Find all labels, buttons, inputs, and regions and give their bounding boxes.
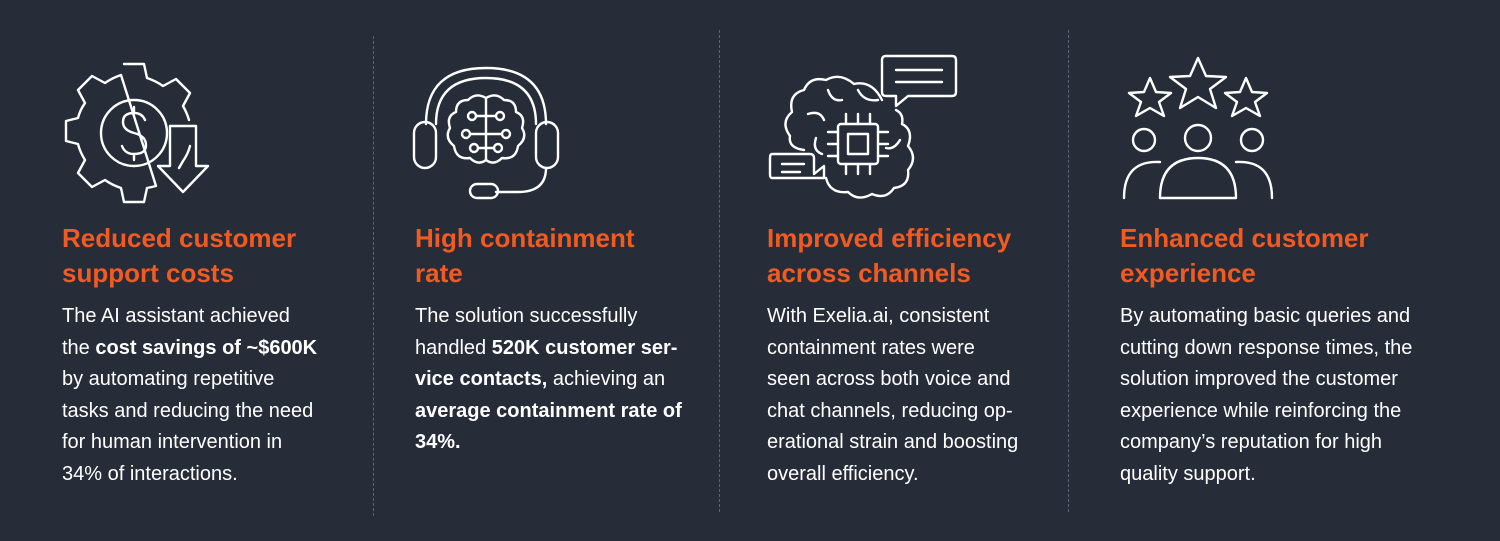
column-divider — [373, 36, 374, 516]
benefit-card-containment: High containment rate The solution succe… — [0, 0, 682, 541]
text-line: cutting down response times, the — [1120, 336, 1413, 359]
card-description: The AI assistant achieved the cost savin… — [62, 301, 362, 490]
text-line: With Exelia.ai, consistent — [767, 305, 990, 327]
text-line: for human intervention in — [62, 431, 283, 453]
title-line: across channels — [767, 258, 971, 288]
text-line: overall efficiency. — [767, 462, 919, 485]
text-line: The AI assistant achieved — [62, 305, 290, 327]
highlight-text: 34%. — [415, 431, 461, 453]
card-title: Improved efficiency across channels — [767, 221, 1067, 291]
text-line: experience while reinforcing the — [1120, 399, 1402, 422]
text-fragment: handled — [415, 336, 492, 359]
highlight-text: vice contacts, — [415, 368, 548, 390]
card-description: By automating basic queries and cutting … — [1120, 301, 1460, 490]
card-title: Enhanced customer experience — [1120, 221, 1420, 291]
text-line: solution improved the customer — [1120, 368, 1398, 390]
column-divider — [719, 30, 720, 512]
title-line: Reduced customer — [62, 223, 297, 253]
text-line: company’s reputation for high — [1120, 431, 1383, 453]
brain-chip-chat-icon — [768, 54, 960, 204]
text-fragment: achieving an — [547, 368, 666, 390]
highlight-text: cost savings of ~$600K — [95, 336, 318, 359]
gear-dollar-down-arrow-icon — [62, 58, 212, 208]
text-line: The solution successfully — [415, 305, 638, 327]
text-line: tasks and reducing the need — [62, 399, 314, 422]
highlight-text: 520K customer ser- — [491, 336, 678, 359]
text-line: erational strain and boosting — [767, 431, 1019, 453]
benefit-card-experience: Enhanced customer experience By automati… — [0, 0, 1412, 541]
benefit-card-efficiency: Improved efficiency across channels With… — [0, 0, 1018, 541]
text-line: By automating basic queries and — [1120, 305, 1411, 327]
text-line: by automating repetitive — [62, 368, 275, 390]
stars-people-icon — [1122, 56, 1274, 202]
card-description: With Exelia.ai, consistent containment r… — [767, 301, 1067, 490]
card-description: The solution successfully handled 520K c… — [415, 301, 715, 459]
title-line: Improved efficiency — [767, 223, 1012, 253]
text-fragment: the — [62, 336, 96, 359]
title-line: experience — [1120, 258, 1256, 288]
title-line: rate — [415, 258, 463, 288]
title-line: Enhanced customer — [1120, 223, 1369, 253]
text-line: chat channels, reducing op- — [767, 399, 1013, 422]
headset-brain-icon — [410, 60, 562, 200]
highlight-text: average containment rate of — [415, 399, 682, 422]
title-line: High containment — [415, 223, 635, 253]
benefit-card-cost: Reduced customer support costs The AI as… — [0, 0, 330, 541]
card-title: High containment rate — [415, 221, 715, 291]
text-line: containment rates were — [767, 336, 975, 359]
text-line: 34% of interactions. — [62, 462, 238, 485]
title-line: support costs — [62, 258, 234, 288]
card-title: Reduced customer support costs — [62, 221, 362, 291]
column-divider — [1068, 30, 1069, 512]
text-line: quality support. — [1120, 462, 1256, 485]
text-line: seen across both voice and — [767, 368, 1011, 390]
